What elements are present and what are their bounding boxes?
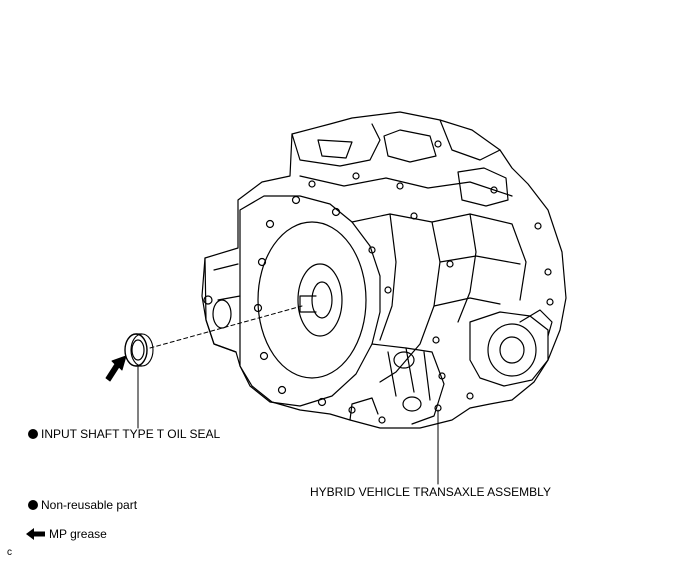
transaxle-callout: HYBRID VEHICLE TRANSAXLE ASSEMBLY bbox=[310, 485, 551, 499]
legend-grease-text: MP grease bbox=[49, 527, 107, 541]
non-reusable-dot-icon bbox=[28, 429, 38, 439]
oil-seal-part bbox=[124, 333, 154, 367]
legend-arrow-icon bbox=[26, 528, 45, 540]
seal-install-dashed-line bbox=[149, 305, 303, 349]
legend-non-reusable: Non-reusable part bbox=[28, 498, 137, 512]
legend-grease: MP grease bbox=[26, 527, 107, 541]
oil-seal-callout: INPUT SHAFT TYPE T OIL SEAL bbox=[28, 427, 220, 441]
corner-mark: c bbox=[7, 547, 12, 558]
oil-seal-callout-text: INPUT SHAFT TYPE T OIL SEAL bbox=[41, 427, 221, 441]
legend-dot-icon bbox=[28, 500, 38, 510]
legend-non-reusable-text: Non-reusable part bbox=[41, 498, 138, 512]
transaxle-body bbox=[201, 111, 567, 429]
grease-arrow-icon bbox=[105, 355, 127, 382]
